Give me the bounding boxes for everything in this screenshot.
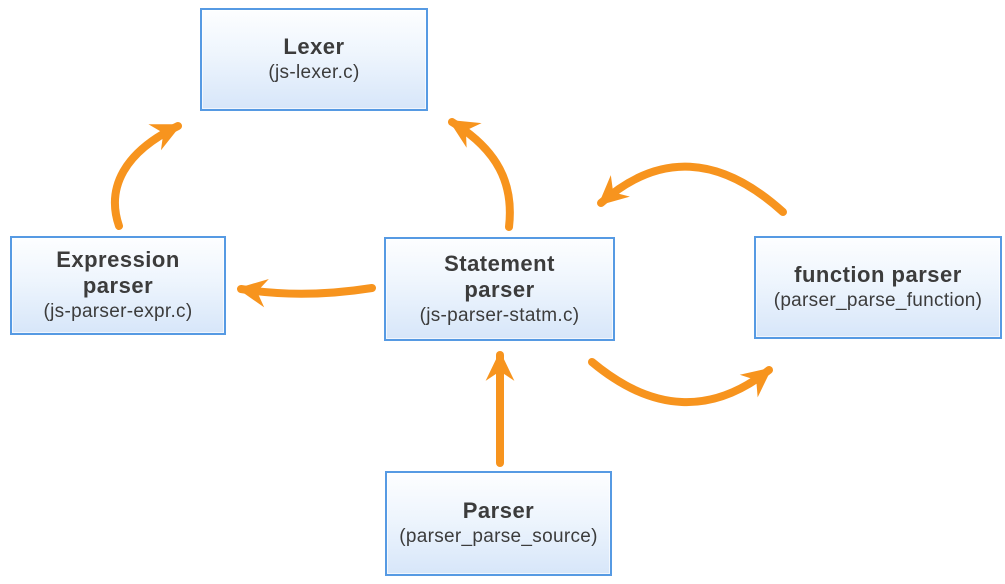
node-parser-title: Parser <box>462 498 535 523</box>
node-lexer: Lexer (js-lexer.c) <box>200 8 428 111</box>
node-lexer-title: Lexer <box>283 34 345 59</box>
node-function-parser: function parser (parser_parse_function) <box>754 236 1002 339</box>
node-function-parser-subtitle: (parser_parse_function) <box>773 290 983 311</box>
arrow-statement-to-lexer <box>448 118 514 231</box>
arrow-statement-to-function <box>588 358 773 407</box>
arrow-expression-to-lexer <box>111 122 182 230</box>
node-parser: Parser (parser_parse_source) <box>385 471 612 576</box>
node-expression-parser-subtitle: (js-parser-expr.c) <box>43 301 193 322</box>
node-function-parser-title: function parser <box>794 262 962 287</box>
node-expression-parser-title: Expression parser <box>56 247 180 298</box>
node-expression-parser: Expression parser (js-parser-expr.c) <box>10 236 226 335</box>
node-statement-parser-title: Statement parser <box>444 250 555 302</box>
node-lexer-subtitle: (js-lexer.c) <box>268 62 360 83</box>
arrow-statement-to-expression <box>237 278 376 308</box>
arrow-function-to-statement <box>597 162 787 216</box>
node-parser-subtitle: (parser_parse_source) <box>399 526 598 547</box>
node-statement-parser: Statement parser (js-parser-statm.c) <box>384 237 615 341</box>
node-statement-parser-subtitle: (js-parser-statm.c) <box>419 304 580 326</box>
